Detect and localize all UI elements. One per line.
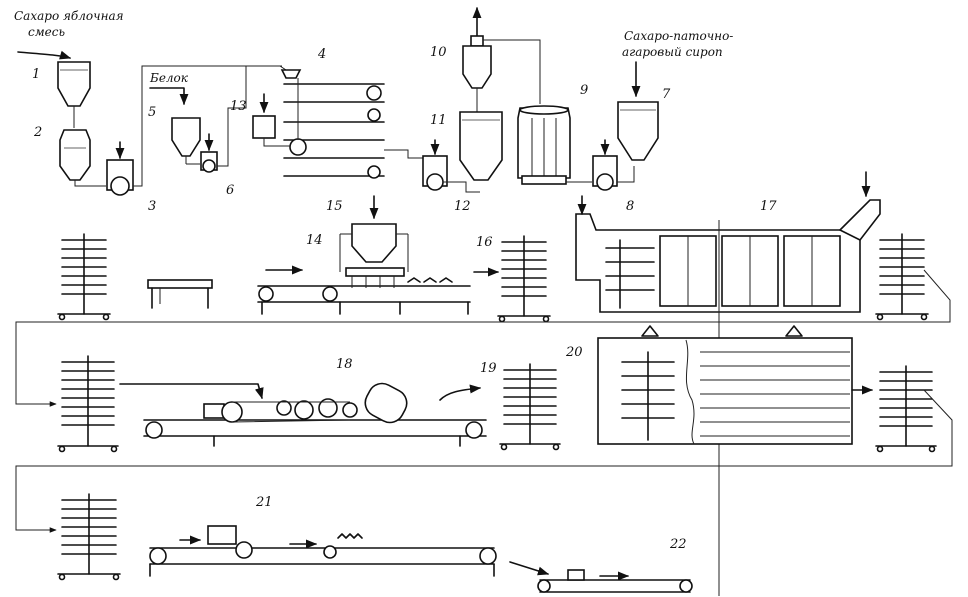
label-17: 17 (760, 199, 777, 214)
label-10: 10 (430, 45, 447, 60)
caption-apple-mix: Сахаро яблочная смесь (14, 9, 124, 39)
loop-connector-1 (15, 269, 951, 407)
flow-arrow-18-in (119, 383, 264, 400)
label-3: 3 (148, 199, 156, 214)
tank-11 (459, 111, 503, 181)
apple-mix-feed-arrow (17, 50, 72, 60)
rack-16 (497, 235, 551, 323)
label-7: 7 (662, 87, 671, 102)
flow-arrow-19 (439, 384, 482, 401)
label-16: 16 (476, 235, 493, 250)
syrup-tank-7 (617, 101, 659, 161)
pump-12 (422, 139, 480, 193)
rack-right-row3 (875, 365, 937, 453)
flow-arrow-22-in (509, 561, 550, 576)
rack-left-row4 (57, 493, 121, 581)
label-11: 11 (430, 113, 447, 128)
hopper-1 (57, 61, 91, 128)
chamber-20 (597, 325, 853, 445)
rack-in-chamber (621, 351, 675, 441)
label-15: 15 (326, 199, 343, 214)
drying-chamber-17 (575, 171, 881, 596)
loop-connector-2 (15, 389, 953, 533)
doser-13 (252, 93, 290, 147)
caption-syrup: Сахаро-паточно- агаровый сироп (622, 29, 733, 59)
label-9: 9 (580, 83, 588, 98)
label-6: 6 (226, 183, 234, 198)
rack-19 (499, 363, 561, 451)
svg-text:смесь: смесь (28, 25, 65, 39)
label-21: 21 (255, 495, 273, 510)
whipping-machine-4 (280, 69, 424, 179)
label-8: 8 (626, 199, 634, 214)
packing-conveyor-21 (149, 525, 497, 577)
candy-pieces (407, 277, 453, 283)
label-14: 14 (306, 233, 323, 248)
label-22: 22 (669, 537, 687, 552)
cutting-machine-18 (143, 382, 487, 447)
callout-numbers: 1 2 3 4 5 6 7 8 9 10 11 12 13 14 15 16 1… (32, 45, 777, 552)
label-20: 20 (565, 345, 583, 360)
label-1: 1 (32, 67, 40, 82)
cooker-9 (517, 105, 592, 185)
protein-feed-arrow (149, 87, 189, 106)
separator-10 (462, 6, 541, 112)
rack-left-row2 (57, 233, 111, 321)
caption-protein: Белок (149, 71, 189, 85)
label-13: 13 (230, 99, 247, 114)
label-4: 4 (317, 47, 326, 62)
rack-left-row3 (57, 355, 119, 453)
table (147, 279, 213, 309)
svg-text:агаровый сироп: агаровый сироп (622, 45, 723, 59)
svg-text:Сахаро яблочная: Сахаро яблочная (14, 9, 124, 23)
label-12: 12 (454, 199, 471, 214)
label-2: 2 (33, 125, 42, 140)
label-5: 5 (148, 105, 156, 120)
forming-conveyor-14 (257, 277, 471, 315)
label-18: 18 (336, 357, 353, 372)
mixer-2 (59, 129, 106, 187)
pump-3 (106, 65, 293, 196)
rack-in-dryer (605, 239, 655, 309)
label-19: 19 (480, 361, 497, 376)
depositor-15 (339, 195, 409, 288)
conveyor-22 (537, 569, 693, 593)
rack-right-row2 (875, 233, 929, 321)
pump-8 (592, 139, 635, 191)
svg-text:Сахаро-паточно-: Сахаро-паточно- (624, 29, 733, 43)
protein-tank-5 (171, 117, 201, 165)
pump-6 (200, 65, 282, 173)
